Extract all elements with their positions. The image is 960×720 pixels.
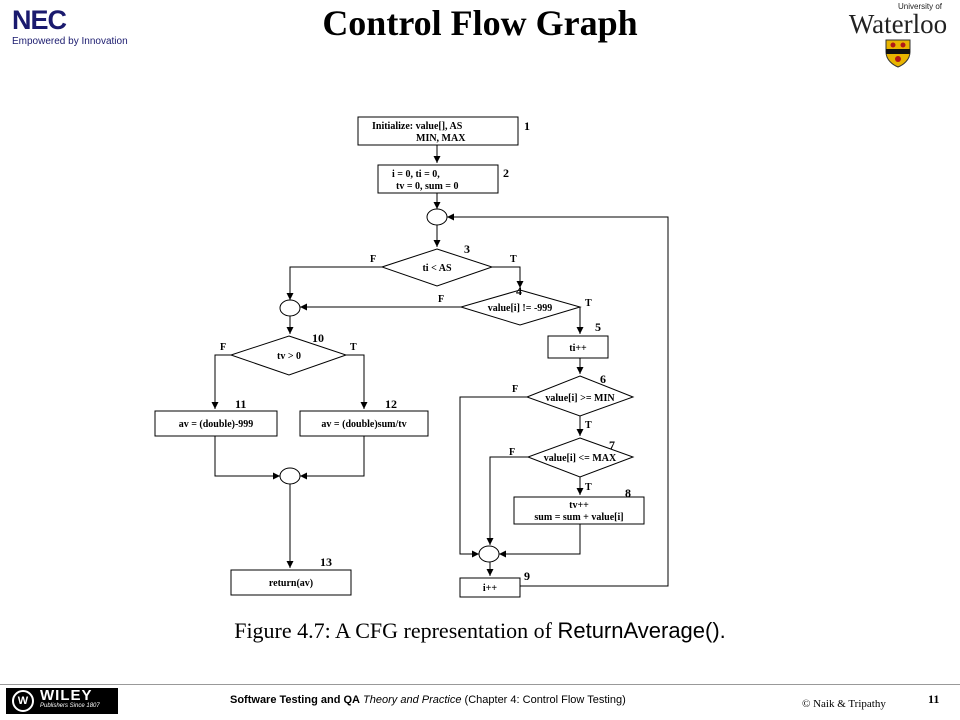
footer-book-title: Software Testing and QA (230, 694, 360, 706)
node-2-line1: i = 0, ti = 0, (392, 169, 440, 180)
label-7-true: T (585, 482, 592, 493)
node-8-num: 8 (625, 486, 631, 500)
node-10-diamond (229, 335, 348, 376)
label-6-false: F (512, 384, 518, 395)
node-5-num: 5 (595, 320, 601, 334)
wiley-logo-icon: W (12, 690, 34, 712)
cfg-shapes (154, 116, 645, 598)
edge-10-11 (211, 354, 231, 409)
label-4-false: F (438, 294, 444, 305)
wiley-logo-tagline: Publishers Since 1807 (40, 703, 100, 709)
cfg-node-numbers: 1 2 3 4 5 6 7 8 9 10 11 12 13 (235, 119, 631, 583)
edge-12-joinbottom (300, 436, 365, 480)
node-13-num: 13 (320, 555, 332, 569)
label-3-true: T (510, 254, 517, 265)
node-2-box (377, 164, 499, 194)
nec-logo: NEC Empowered by Innovation (12, 6, 128, 47)
footer-chapter: (Chapter 4: Control Flow Testing) (464, 694, 626, 706)
node-9-num: 9 (524, 569, 530, 583)
junction-node9 (478, 545, 500, 563)
footer-authors: © Naik & Tripathy (802, 698, 886, 710)
label-10-true: T (350, 342, 357, 353)
edge-6-join9 (459, 396, 527, 558)
node-8-box (513, 496, 645, 525)
page-number: 11 (928, 692, 940, 706)
node-5-box (547, 335, 609, 359)
node-13-text: return(av) (269, 578, 313, 589)
node-6-diamond (525, 375, 635, 417)
node-7-text: value[i] <= MAX (544, 453, 617, 464)
label-10-false: F (220, 342, 226, 353)
node-11-box (154, 410, 278, 437)
node-5-text: ti++ (569, 343, 587, 354)
node-3-num: 3 (464, 242, 470, 256)
label-7-false: F (509, 447, 515, 458)
node-1-line2: MIN, MAX (416, 133, 466, 144)
edge-3-joinleft (286, 266, 382, 300)
edge-3-4 (492, 266, 524, 288)
node-4-num: 4 (516, 284, 522, 298)
waterloo-logo: University of Waterloo (848, 2, 948, 68)
node-4-text: value[i] != -999 (488, 303, 553, 314)
node-1-line1: Initialize: value[], AS (372, 121, 463, 132)
nec-logo-tagline: Empowered by Innovation (12, 36, 128, 47)
node-2-line2: tv = 0, sum = 0 (396, 181, 459, 192)
wiley-logo: W WILEY Publishers Since 1807 (6, 688, 118, 714)
label-4-true: T (585, 298, 592, 309)
footer-book-info: Software Testing and QA Theory and Pract… (230, 694, 626, 706)
edge-10-12 (346, 354, 368, 409)
cfg-branch-labels: F T F T F T F T F T (220, 254, 592, 493)
wiley-logo-word: WILEY (40, 687, 93, 704)
node-8-line2: sum = sum + value[i] (534, 512, 623, 523)
footer-divider (0, 684, 960, 685)
figure-caption: Figure 4.7: A CFG representation of Retu… (0, 618, 960, 644)
edge-7-join9 (486, 456, 528, 545)
node-10-text: tv > 0 (277, 351, 301, 362)
node-13-box (230, 569, 352, 596)
label-6-true: T (585, 420, 592, 431)
node-1-num: 1 (524, 119, 530, 133)
cfg-edges (211, 145, 669, 587)
node-12-box (299, 410, 429, 437)
waterloo-logo-word: Waterloo (848, 9, 948, 39)
figure-caption-code: ReturnAverage(). (557, 618, 726, 643)
node-1-box (357, 116, 519, 146)
node-4-diamond (459, 289, 582, 326)
node-9-text: i++ (483, 583, 497, 594)
node-3-text: ti < AS (422, 263, 451, 274)
node-8-line1: tv++ (569, 500, 589, 511)
page-title: Control Flow Graph (322, 3, 638, 43)
node-12-num: 12 (385, 397, 397, 411)
node-2-num: 2 (503, 166, 509, 180)
junction-bottom (279, 467, 301, 485)
junction-left (279, 299, 301, 317)
edge-9-loopback (447, 213, 669, 587)
edge-11-joinbottom (214, 436, 280, 480)
node-10-num: 10 (312, 331, 324, 345)
node-3-diamond (380, 248, 494, 287)
label-3-false: F (370, 254, 376, 265)
node-6-text: value[i] >= MIN (545, 393, 615, 404)
waterloo-shield-icon (885, 39, 911, 68)
nec-logo-word: NEC (12, 5, 67, 35)
node-7-diamond (526, 437, 635, 478)
waterloo-logo-small: University of (897, 2, 942, 11)
node-7-num: 7 (609, 438, 615, 452)
cfg-node-texts: Initialize: value[], AS MIN, MAX i = 0, … (179, 121, 624, 594)
node-6-num: 6 (600, 372, 606, 386)
figure-caption-prefix: Figure 4.7: A CFG representation of (234, 618, 558, 643)
node-11-num: 11 (235, 397, 246, 411)
node-11-text: av = (double)-999 (179, 419, 254, 430)
node-9-box (459, 577, 521, 598)
edge-8-join9 (499, 524, 581, 558)
junction-top (426, 208, 448, 226)
node-12-text: av = (double)sum/tv (321, 419, 406, 430)
footer-book-subtitle: Theory and Practice (363, 694, 462, 706)
